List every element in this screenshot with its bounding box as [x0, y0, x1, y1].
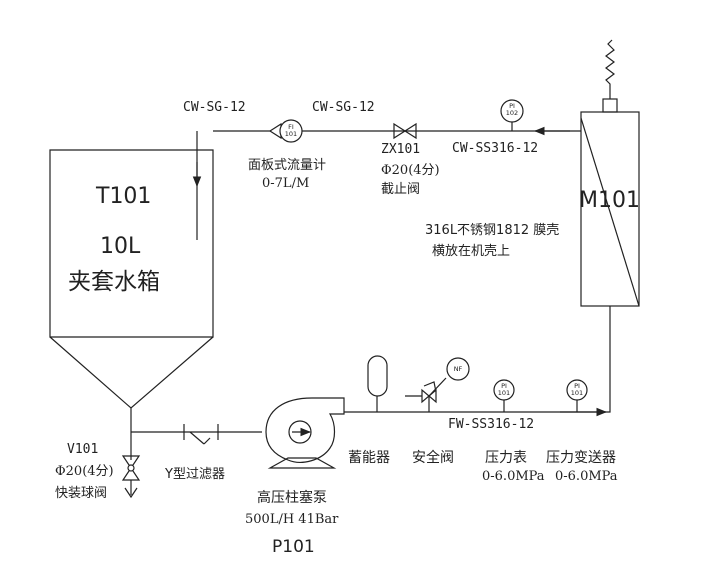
flowmeter-tag-text: 101: [284, 130, 298, 138]
pump-name: 高压柱塞泵: [257, 490, 327, 506]
ball-valve-name: 快装球阀: [55, 486, 108, 501]
line-label-top-left: CW-SG-12: [183, 100, 246, 115]
ball-valve-v101-symbol: [121, 455, 141, 499]
gauge-feed-range: 0-6.0MPa: [482, 469, 545, 484]
safety-valve-symbol-text: NF: [453, 365, 463, 373]
flowmeter-symbol-text: FI: [288, 123, 294, 131]
transmitter-symbol-text: PI: [574, 382, 580, 390]
line-label-return: CW-SS316-12: [452, 141, 539, 156]
gauge-feed-name: 压力表: [485, 450, 527, 466]
ball-valve-size: Φ20(4分): [55, 464, 114, 479]
tank-volume: 10L: [100, 234, 141, 259]
feed-gauges: [493, 379, 588, 412]
y-filter-symbol: [183, 424, 219, 445]
line-label-feed: FW-SS316-12: [448, 417, 535, 432]
pump-spec: 500L/H 41Bar: [245, 512, 339, 527]
gauge-feed-symbol-text: PI: [501, 382, 507, 390]
membrane-description-2: 横放在机壳上: [432, 244, 511, 259]
accumulator-name: 蓄能器: [348, 450, 390, 466]
stop-valve-name: 截止阀: [381, 182, 421, 197]
membrane-description-1: 316L不锈钢1812 膜壳: [425, 223, 560, 238]
flowmeter-fi-101-symbol: [268, 119, 303, 143]
gauge-pi-102-symbol: [500, 99, 524, 131]
transmitter-tag-text: 101: [570, 389, 584, 397]
gauge-top-symbol-text: PI: [509, 102, 515, 110]
safety-valve-name: 安全阀: [412, 450, 454, 466]
membrane-m101-shape: [580, 39, 640, 307]
y-filter-name: Y型过滤器: [165, 467, 225, 482]
tank-name: 夹套水箱: [68, 269, 160, 295]
stop-valve-tag: ZX101: [381, 142, 421, 157]
line-label-top-mid: CW-SG-12: [312, 100, 375, 115]
safety-valve-symbol: [405, 357, 470, 412]
flowmeter-range: 0-7L/M: [262, 176, 310, 191]
gauge-feed-tag-text: 101: [497, 389, 511, 397]
tank-tag: T101: [96, 184, 152, 209]
transmitter-name: 压力变送器: [546, 450, 616, 466]
stop-valve-size: Φ20(4分): [381, 163, 440, 178]
transmitter-range: 0-6.0MPa: [555, 469, 618, 484]
gauge-top-tag-text: 102: [505, 109, 519, 117]
pump-tag: P101: [272, 537, 315, 557]
discharge-pipe: [344, 306, 611, 413]
ball-valve-tag: V101: [67, 442, 99, 457]
pump-p101-symbol: [265, 397, 345, 469]
flowmeter-name: 面板式流量计: [248, 158, 327, 173]
stop-valve-zx101-symbol: [393, 122, 417, 140]
membrane-tag: M101: [579, 188, 640, 213]
accumulator-symbol: [367, 355, 388, 412]
